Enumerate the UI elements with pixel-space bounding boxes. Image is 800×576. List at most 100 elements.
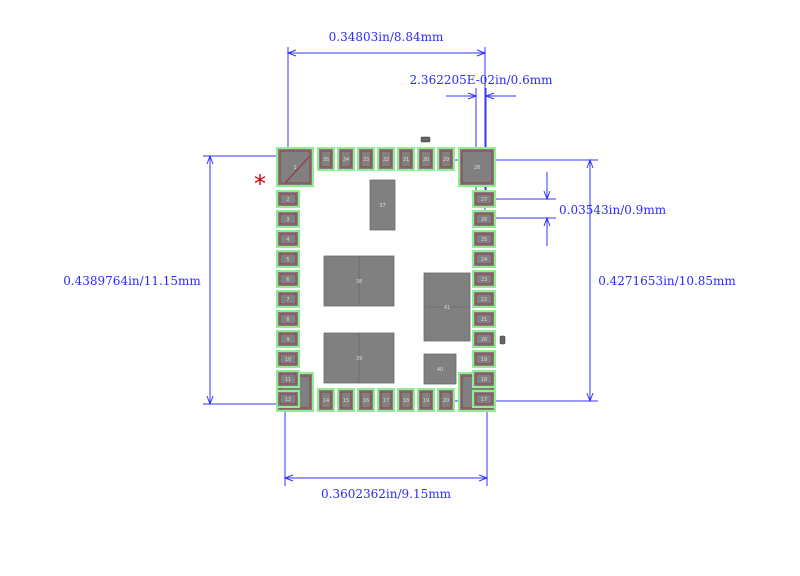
pad-top-29: 29 [437,147,455,171]
pad-left-9: 9 [276,330,300,348]
top-width-label: 0.34803in/8.84mm [329,30,444,44]
pad-number: 8 [286,317,289,323]
fiducial-right [499,335,506,345]
pad-number: 35 [323,157,329,163]
pin1-diagonal [284,156,310,184]
pad-number: 7 [286,297,289,303]
pad-number: 20 [443,398,449,404]
pad-right-20: 20 [472,330,496,348]
pad-left-12: 12 [276,390,300,408]
pad-left-5: 5 [276,250,300,268]
pad-number: 10 [285,357,291,363]
pad-top-32: 32 [377,147,395,171]
pad-left-4: 4 [276,230,300,248]
pad-left-2: 2 [276,190,300,208]
pad-top-30: 30 [417,147,435,171]
pad-number: 4 [286,237,289,243]
pad-number: 31 [403,157,409,163]
pad-number: 39 [356,356,362,362]
pin1-marker: * [254,170,266,198]
pad-right-24: 24 [472,250,496,268]
pad-gap-label: 2.362205E-02in/0.6mm [409,73,553,87]
pad-number: 41 [444,305,450,311]
pad-number: 28 [474,165,480,171]
pad-number: 18 [403,398,409,404]
pad-right-21: 21 [472,310,496,328]
pad-left-11: 11 [276,370,300,388]
pad-number: 15 [343,398,349,404]
pad-number: 11 [285,377,291,383]
pad-number: 23 [481,277,487,283]
pad-right-19: 19 [472,350,496,368]
pad-bottom-15: 15 [337,388,355,412]
pad-number: 38 [356,279,362,285]
pad-number: 22 [481,297,487,303]
pad-left-8: 8 [276,310,300,328]
pad-center-a: 38 [323,255,395,307]
pad-number: 19 [423,398,429,404]
pad-number: 25 [481,237,487,243]
pad-number: 27 [481,197,487,203]
pad-number: 33 [363,157,369,163]
left-height-dimension: 0.4389764in/11.15mm [63,154,290,406]
pad-bottom-16: 16 [357,388,375,412]
pad-center-d: 40 [423,353,457,385]
pad-top-33: 33 [357,147,375,171]
top-width-dimension: 0.34803in/8.84mm [286,30,487,210]
bottom-width-dimension: 0.3602362in/9.15mm [283,404,489,501]
pad-number: 32 [383,157,389,163]
pad-corner-top-right: 28 [458,147,496,187]
pad-number: 24 [481,257,487,263]
pad-number: 40 [437,367,443,373]
pad-right-17: 17 [472,390,496,408]
pad-number: 18 [481,377,487,383]
pad-bottom-19: 19 [417,388,435,412]
pad-left-6: 6 [276,270,300,288]
pad-number: 12 [285,397,291,403]
pad-number: 3 [286,217,289,223]
pad-center-small: 37 [369,179,396,231]
pad-number: 17 [383,398,389,404]
pad-bottom-18: 18 [397,388,415,412]
pad-left-10: 10 [276,350,300,368]
pad-number: 26 [481,217,487,223]
pad-number: 17 [481,397,487,403]
pad-number: 1 [293,165,296,171]
pad-corner-top-left: 1 [276,147,314,187]
pad-number: 9 [286,337,289,343]
pad-bottom-20: 20 [437,388,455,412]
right-height-label: 0.4271653in/10.85mm [598,274,736,288]
pad-number: 5 [286,257,289,263]
pad-bottom-17: 17 [377,388,395,412]
pad-number: 37 [379,203,385,209]
pad-center-c: 41 [423,272,471,342]
pad-top-31: 31 [397,147,415,171]
pad-number: 2 [286,197,289,203]
pad-number: 21 [481,317,487,323]
pad-center-b: 39 [323,332,395,384]
pad-number: 14 [323,398,329,404]
pad-right-18: 18 [472,370,496,388]
pad-right-26: 26 [472,210,496,228]
pad-right-27: 27 [472,190,496,208]
pad-left-3: 3 [276,210,300,228]
pitch-label: 0.03543in/0.9mm [559,203,667,217]
pad-number: 29 [443,157,449,163]
left-height-label: 0.4389764in/11.15mm [63,274,201,288]
pad-number: 16 [363,398,369,404]
pad-top-34: 34 [337,147,355,171]
pad-number: 20 [481,337,487,343]
pad-number: 6 [286,277,289,283]
pad-top-35: 35 [317,147,335,171]
pad-right-22: 22 [472,290,496,308]
pad-left-7: 7 [276,290,300,308]
pad-bottom-14: 14 [317,388,335,412]
pad-number: 19 [481,357,487,363]
pad-group: 1281316353433323130291415161718192023456… [276,147,496,412]
pitch-dimension: 0.03543in/0.9mm [484,172,667,246]
pad-number: 30 [423,157,429,163]
bottom-width-label: 0.3602362in/9.15mm [321,487,452,501]
fiducial-top [420,136,431,143]
pad-right-23: 23 [472,270,496,288]
